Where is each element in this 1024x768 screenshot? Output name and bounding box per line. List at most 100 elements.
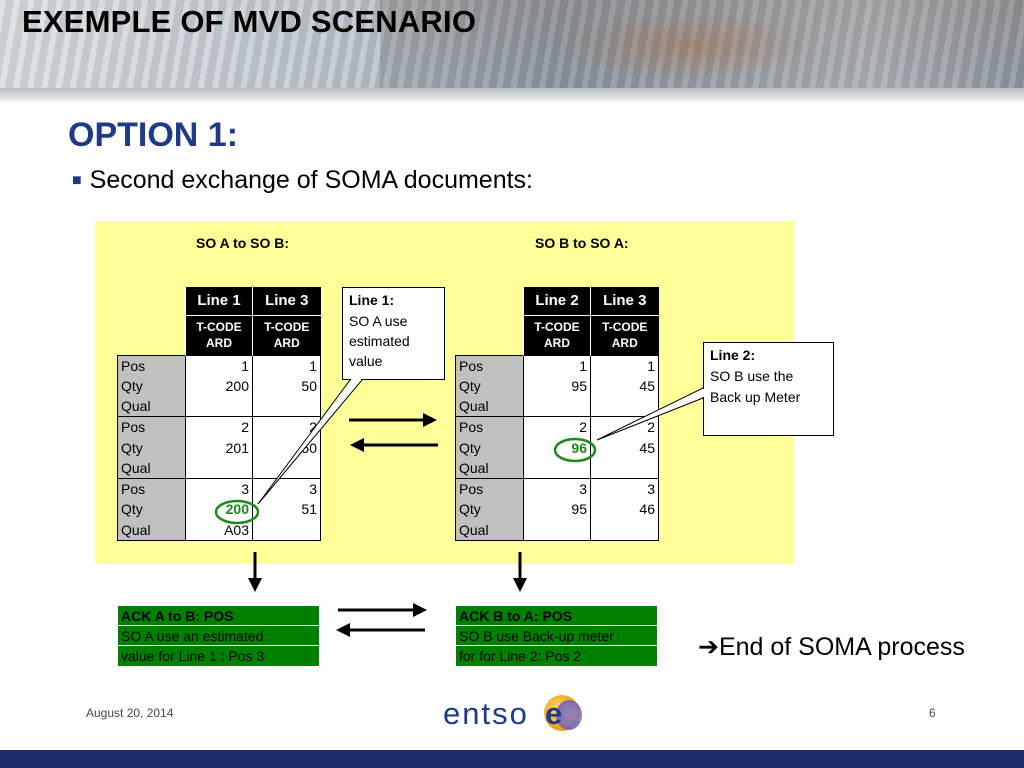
cell-value: 45 (591, 376, 659, 397)
line1-callout: Line 1: SO A use estimated value (342, 287, 445, 380)
row-label: Pos (456, 417, 524, 438)
column-subheader: T-CODE ARD (524, 315, 591, 355)
cell-value: 3 (186, 479, 253, 500)
table-row: Qual (118, 396, 321, 417)
footer-bar (0, 750, 1024, 768)
cell-value (253, 396, 321, 417)
row-label: Pos (118, 479, 186, 500)
row-label: Qty (456, 437, 524, 458)
option-title: OPTION 1: (68, 116, 238, 155)
exchange-arrows-bottom (338, 610, 425, 630)
cell-value: 1 (591, 355, 659, 376)
cell-value (591, 396, 659, 417)
cell-value: 201 (186, 437, 253, 458)
cell-value: 3 (253, 479, 321, 500)
table-corner (456, 315, 524, 355)
cell-value (253, 520, 321, 541)
cell-value: 200 (186, 376, 253, 397)
cell-value: 2 (524, 417, 591, 438)
highlighted-cell-value: 96 (524, 437, 591, 458)
cell-value: 95 (524, 376, 591, 397)
cell-value (591, 458, 659, 479)
cell-value: 46 (591, 499, 659, 520)
row-label: Qual (118, 396, 186, 417)
table-row: Qual (456, 396, 659, 417)
column-header: Line 3 (253, 287, 321, 315)
cell-value: 2 (591, 417, 659, 438)
end-of-process-note: ➔End of SOMA process (698, 632, 965, 662)
cell-value: 2 (186, 417, 253, 438)
ack-a-to-b: ACK A to B: POS SO A use an estimated va… (117, 605, 320, 667)
row-label: Pos (118, 355, 186, 376)
cell-value: 1 (524, 355, 591, 376)
table-row: Qual (456, 458, 659, 479)
logo-e-letter: e (545, 696, 562, 732)
row-label: Qty (118, 499, 186, 520)
cell-value (253, 458, 321, 479)
left-section-label: SO A to SO B: (196, 235, 289, 251)
header-photo-detail (560, 10, 820, 80)
row-label: Pos (456, 479, 524, 500)
footer-date: August 20, 2014 (86, 706, 173, 720)
row-label: Qty (456, 499, 524, 520)
callout-line: SO B use the (710, 366, 827, 387)
ack-b-to-a: ACK B to A: POS SO B use Back-up meter f… (455, 605, 658, 667)
row-label: Qual (118, 520, 186, 541)
table-row: Qual (118, 458, 321, 479)
ack-line: SO A use an estimated (117, 626, 320, 647)
cell-value: A03 (186, 520, 253, 541)
page-number: 6 (929, 706, 936, 720)
table-corner (118, 287, 186, 315)
ack-title: ACK B to A: POS (455, 605, 658, 626)
cell-value (591, 520, 659, 541)
cell-value: 51 (253, 499, 321, 520)
row-label: Qty (118, 437, 186, 458)
table-corner (456, 287, 524, 315)
cell-value (524, 396, 591, 417)
cell-value: 50 (253, 437, 321, 458)
cell-value: 1 (186, 355, 253, 376)
right-arrow-icon: ➔ (698, 633, 719, 661)
table-corner (118, 315, 186, 355)
column-header: Line 1 (186, 287, 253, 315)
row-label: Qty (456, 376, 524, 397)
column-header: Line 3 (591, 287, 659, 315)
column-header: Line 2 (524, 287, 591, 315)
row-label: Pos (118, 417, 186, 438)
row-label: Qty (118, 376, 186, 397)
header-divider (0, 88, 1024, 102)
bullet-point: ■ Second exchange of SOMA documents: (72, 166, 533, 195)
row-label: Qual (456, 520, 524, 541)
right-section-label: SO B to SO A: (535, 235, 629, 251)
column-subheader: T-CODE ARD (186, 315, 253, 355)
cell-value: 1 (253, 355, 321, 376)
cell-value: 95 (524, 499, 591, 520)
ack-line: SO B use Back-up meter (455, 626, 658, 647)
cell-value: 2 (253, 417, 321, 438)
cell-value (186, 458, 253, 479)
square-bullet-icon: ■ (72, 172, 82, 189)
row-label: Qual (118, 458, 186, 479)
cell-value: 3 (591, 479, 659, 500)
callout-line: Back up Meter (710, 387, 827, 408)
column-subheader: T-CODE ARD (253, 315, 321, 355)
cell-value (186, 396, 253, 417)
ack-line: value for Line 1 : Pos 3 (117, 646, 320, 667)
cell-value: 50 (253, 376, 321, 397)
callout-title: Line 2: (710, 345, 827, 366)
table-row: Qty9645 (456, 437, 659, 458)
bullet-text: Second exchange of SOMA documents: (90, 166, 533, 194)
column-subheader: T-CODE ARD (591, 315, 659, 355)
